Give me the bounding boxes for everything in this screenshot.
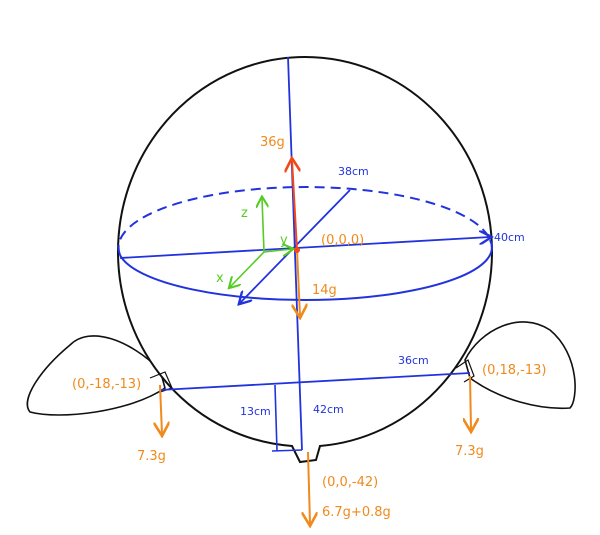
bottom-depth-label: 42cm	[313, 403, 344, 416]
balloon-sphere	[116, 56, 494, 464]
origin-point	[294, 247, 300, 253]
balloon-weight-label: 14g	[312, 283, 337, 298]
wing-mount-right	[455, 359, 475, 383]
depth-label: 38cm	[338, 165, 369, 178]
bottom-weight-arrow	[308, 451, 310, 524]
left-weight-arrow	[160, 384, 162, 434]
right-wing-coord: (0,18,-13)	[482, 363, 546, 378]
weight-arrow	[297, 249, 300, 316]
origin-label: (0,0,0)	[321, 233, 364, 248]
left-weight-label: 7.3g	[137, 449, 166, 464]
buoyancy-arrow	[292, 160, 297, 251]
z-label: z	[241, 206, 248, 221]
y-label: y	[280, 233, 288, 248]
left-wing	[26, 335, 166, 416]
right-wing	[464, 321, 576, 410]
bottom-weight-label: 6.7g+0.8g	[322, 505, 391, 520]
left-wing-coord: (0,-18,-13)	[72, 377, 141, 392]
x-label: x	[216, 271, 224, 286]
buoyancy-label: 36g	[260, 135, 285, 150]
width-label: 40cm	[494, 231, 525, 244]
wing-height-label: 13cm	[240, 405, 271, 418]
bottom-coord: (0,0,-42)	[322, 475, 378, 490]
equator-front	[119, 239, 493, 302]
width-line	[119, 237, 490, 259]
x-axis	[230, 251, 265, 287]
wing-span-line	[159, 372, 471, 391]
wing-height-line	[274, 384, 278, 452]
wing-span-label: 36cm	[398, 354, 429, 367]
right-weight-arrow	[470, 375, 471, 430]
y-axis	[263, 249, 292, 252]
equator-back	[117, 186, 491, 256]
right-weight-label: 7.3g	[455, 444, 484, 459]
z-axis	[262, 198, 264, 253]
bottom-tick	[271, 449, 303, 452]
